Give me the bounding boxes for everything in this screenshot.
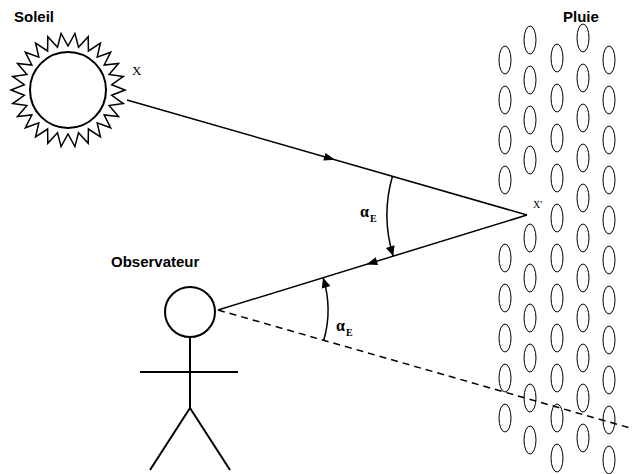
rain-drop (603, 86, 615, 114)
rain-drop (551, 404, 563, 432)
angle-symbol: α (336, 318, 345, 334)
rain-drop (577, 424, 589, 452)
rain-drop (551, 284, 563, 312)
light-ray-arrowhead (323, 153, 335, 161)
rain-drop (524, 344, 536, 372)
rain-drop (551, 84, 563, 112)
observer-figure (140, 287, 238, 470)
sun-node: Soleil (4, 4, 138, 154)
rain-node: Pluie (495, 4, 627, 470)
rain-drop (603, 126, 615, 154)
rain-drop (603, 406, 615, 434)
rain-drop (551, 324, 563, 352)
rain-drop (551, 44, 563, 72)
dashed-horizon-line (218, 310, 630, 428)
rain-drop (603, 366, 615, 394)
rain-drop (524, 106, 536, 134)
rain-drop (499, 244, 511, 272)
light-ray-line (218, 215, 527, 310)
light-ray-line (127, 100, 527, 215)
rain-drop (603, 46, 615, 74)
rain-drop (499, 284, 511, 312)
angle-arc-head (386, 245, 395, 256)
rain-drop (524, 304, 536, 332)
sun-symbol (11, 33, 125, 146)
rain-drop (524, 426, 536, 454)
figure-heading: Observateur (111, 253, 199, 270)
rain-drop (524, 384, 536, 412)
rain-drop (524, 146, 536, 174)
rain-drop (577, 384, 589, 412)
observer-node: Observateur (105, 250, 255, 472)
rain-drop (603, 206, 615, 234)
observer-arms (140, 371, 238, 373)
rain-drop (551, 204, 563, 232)
rain-drop (499, 364, 511, 392)
rain-drop (603, 246, 615, 274)
rain-drop (577, 24, 589, 52)
light-ray-arrowhead (366, 257, 378, 265)
angle-subscript: E (370, 214, 377, 224)
rain-drop (524, 264, 536, 292)
angle-arc (386, 176, 395, 256)
rain-drop (499, 324, 511, 352)
point-label: X (132, 64, 141, 77)
observer-head (165, 287, 215, 337)
angle-arc (322, 278, 331, 341)
observer-leg (150, 408, 190, 470)
rain-drop (577, 304, 589, 332)
rain-drop (577, 264, 589, 292)
angle-arc-line (387, 176, 393, 256)
rain-drop (551, 244, 563, 272)
rain-drop (603, 166, 615, 194)
rain-drop (577, 184, 589, 212)
angle-subscript: E (346, 328, 353, 338)
rain-drop (603, 286, 615, 314)
angle-arcs (322, 176, 395, 340)
light-ray (218, 215, 527, 310)
rain-drop (603, 446, 615, 474)
rain-drop (577, 144, 589, 172)
rain-drop (499, 166, 511, 194)
rain-drop (551, 164, 563, 192)
rain-drop (499, 404, 511, 432)
rain-drop (551, 364, 563, 392)
rain-drop (577, 224, 589, 252)
observer-leg (190, 408, 230, 470)
rain-drop (551, 444, 563, 472)
rain-drop (524, 66, 536, 94)
rain-drop (577, 344, 589, 372)
rain-drop (551, 124, 563, 152)
sun-disc (30, 52, 106, 128)
figure-heading: Pluie (563, 8, 599, 25)
sun-rays (11, 33, 125, 146)
point-label: X' (533, 200, 542, 210)
light-ray (127, 100, 527, 215)
rain-drop (524, 224, 536, 252)
rain-drop (499, 46, 511, 74)
rain-drop (577, 104, 589, 132)
angle-symbol: α (360, 204, 369, 220)
rain-drop (524, 26, 536, 54)
rain-drop (499, 86, 511, 114)
rain-drop (577, 64, 589, 92)
angle-arc-head (322, 278, 331, 289)
figure-heading: Soleil (14, 8, 54, 25)
rain-drop (499, 126, 511, 154)
rain-drop (603, 326, 615, 354)
